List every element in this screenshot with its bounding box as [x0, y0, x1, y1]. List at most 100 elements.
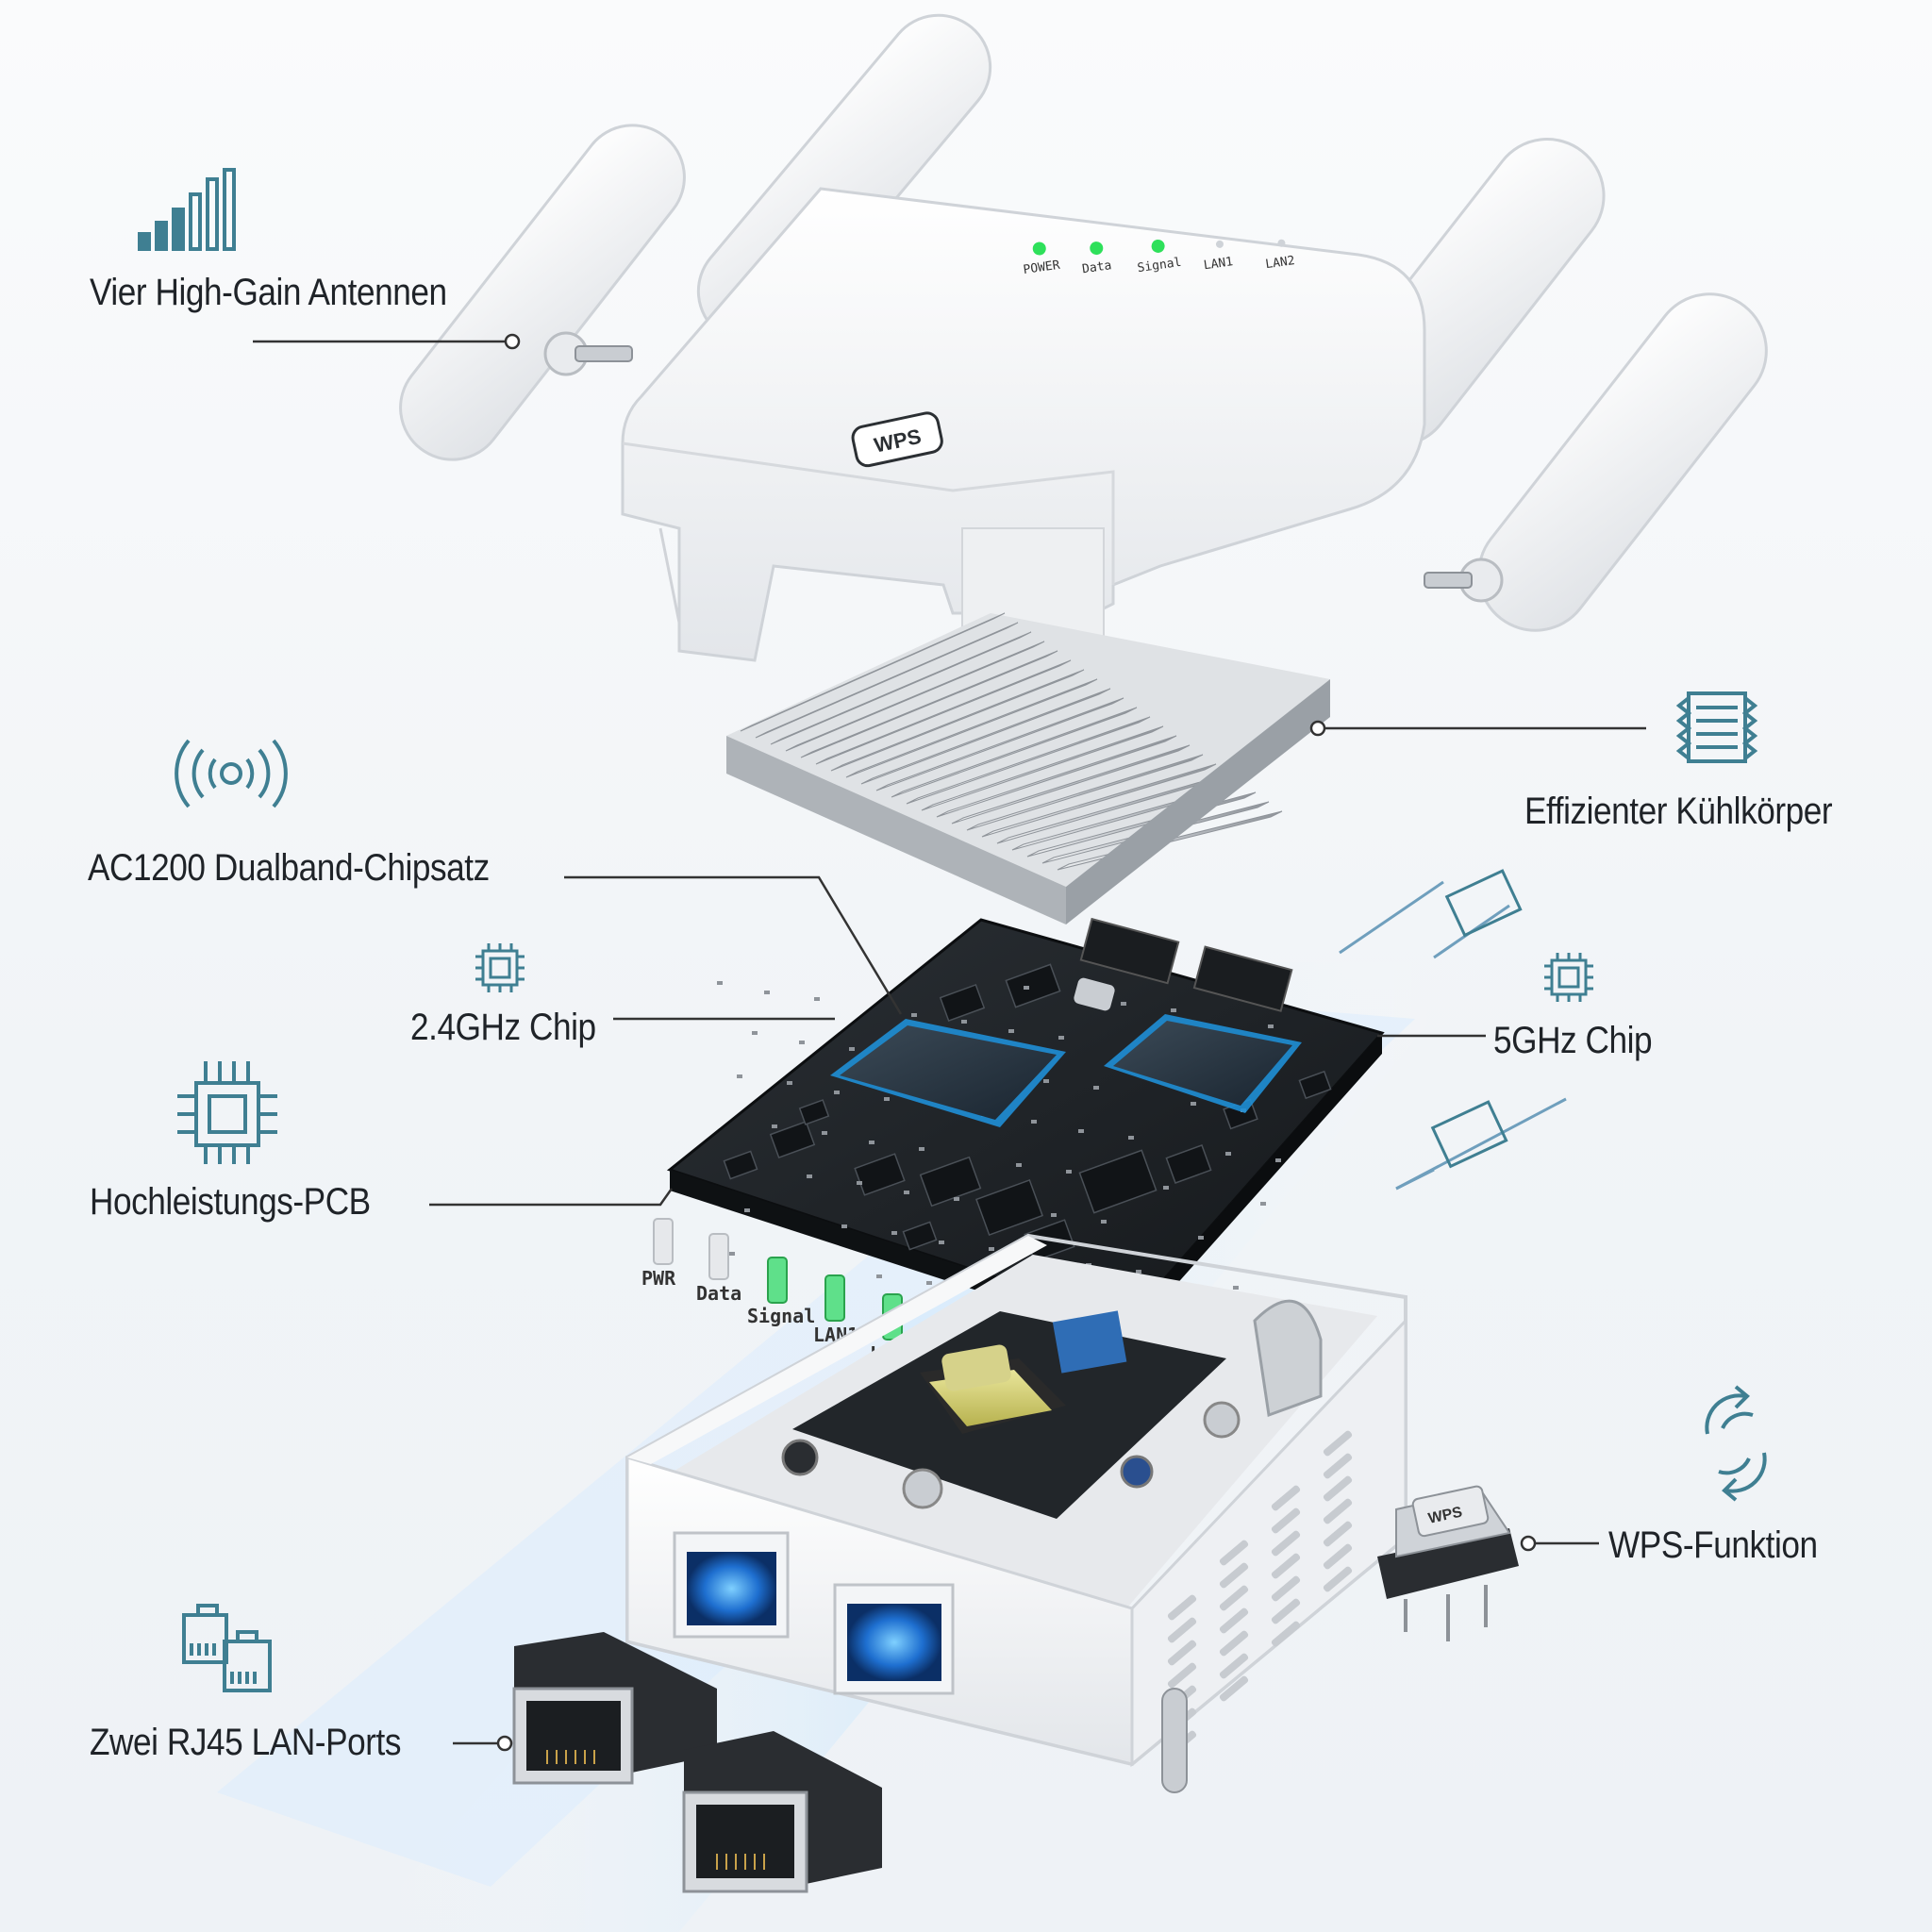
led-pwr: PWR [641, 1218, 676, 1290]
rj45-jack-2 [682, 1731, 882, 1893]
vent-slot [1271, 1485, 1301, 1511]
smd-part [884, 1097, 890, 1101]
smd-part [911, 1013, 917, 1017]
heatsink-fin [906, 716, 1151, 805]
top-led-label-data: Data [1081, 258, 1112, 276]
heatsink-fin [830, 669, 1085, 772]
smd-part [1066, 1170, 1072, 1174]
pcb-component [769, 1120, 816, 1159]
smd-part [1198, 1236, 1204, 1240]
smd-part [954, 1197, 959, 1201]
top-led-label-lan2: LAN2 [1264, 254, 1295, 272]
chip-2-4ghz [830, 1019, 1066, 1127]
label-chipset: AC1200 Dualband-Chipsatz [88, 847, 490, 889]
vent-slot [1271, 1553, 1301, 1579]
smd-part [1121, 1002, 1126, 1006]
heatsink-fin [966, 754, 1204, 831]
smd-part [1024, 986, 1029, 990]
smd-part [1233, 1286, 1239, 1290]
smd-part [1171, 1008, 1176, 1012]
heatsink-fin [770, 631, 1032, 745]
capacitor [781, 1439, 819, 1476]
vent-slot [1323, 1498, 1353, 1524]
smd-part [1128, 1136, 1134, 1140]
smd-part [772, 1124, 777, 1128]
heatsink-fin [755, 622, 1019, 739]
rj45-jack-1 [512, 1632, 717, 1785]
smd-part [1260, 1202, 1266, 1206]
pcb-component [1005, 963, 1061, 1008]
heatsink-fin [891, 707, 1138, 798]
pcb-component [1078, 1149, 1158, 1214]
heatsink-fin [921, 725, 1164, 811]
heatsink [726, 612, 1330, 924]
relay [1052, 1310, 1127, 1374]
heatsink-fin [800, 650, 1058, 758]
antenna-back-left [399, 124, 686, 461]
vent-slot [1271, 1530, 1301, 1557]
smd-part [1191, 1102, 1196, 1106]
top-led-label-power: POWER [1023, 258, 1061, 277]
vent-slot [1167, 1594, 1197, 1621]
pcb-icon [177, 1061, 277, 1164]
smd-part [876, 1274, 882, 1278]
antenna-right-lower [1424, 292, 1768, 632]
pcb-component [939, 983, 986, 1023]
smd-part [834, 1091, 840, 1094]
vent-slot [1323, 1566, 1353, 1592]
smd-part [737, 1074, 742, 1078]
label-chip-5ghz: 5GHz Chip [1493, 1020, 1653, 1061]
vent-slot [1219, 1562, 1249, 1589]
led-data: Data [696, 1233, 741, 1305]
vent-slot [1271, 1575, 1301, 1602]
plug-pin [1161, 1688, 1188, 1793]
smd-part [926, 1281, 932, 1285]
chip-icon-5ghz [1544, 953, 1593, 1002]
label-antennas: Vier High-Gain Antennen [90, 272, 447, 313]
chip-icon-2-4ghz [475, 943, 525, 992]
housing-lan-port-1 [673, 1531, 790, 1639]
smd-part [869, 1141, 874, 1144]
smd-part [752, 1031, 758, 1035]
led-signal: Signal [747, 1257, 815, 1327]
smd-part [1078, 1129, 1084, 1133]
sync-arrows-icon [1705, 1385, 1767, 1502]
chip-5ghz [1104, 1014, 1302, 1113]
smd-part [961, 1020, 967, 1024]
heatsink-fin [740, 612, 1006, 732]
smd-part [822, 1131, 827, 1135]
heatsink-fin [845, 678, 1098, 778]
vent-slot [1219, 1630, 1249, 1657]
vent-slot [1219, 1607, 1249, 1634]
pcb-component [1165, 1144, 1212, 1184]
pcb-component [798, 1099, 830, 1125]
vent-slot [1323, 1543, 1353, 1570]
top-led-label-lan1: LAN1 [1203, 255, 1234, 273]
vent-slot [1323, 1430, 1353, 1457]
smd-part [1268, 1024, 1274, 1028]
pcb-component [1298, 1070, 1332, 1100]
transformer [920, 1344, 1066, 1434]
top-led-row: POWER Data Signal LAN1 LAN2 [1023, 239, 1296, 277]
smd-part [891, 1231, 897, 1235]
smd-part [717, 981, 723, 985]
vent-slot [1323, 1453, 1353, 1479]
signal-bars-icon [138, 168, 236, 251]
smd-part [849, 1047, 855, 1051]
housing-lan-port-2 [833, 1583, 955, 1695]
vent-slot [1271, 1507, 1301, 1534]
capacitor [1203, 1401, 1241, 1439]
smd-part [1225, 1152, 1231, 1156]
smd-part [787, 1081, 792, 1085]
pcb-component [902, 1221, 938, 1251]
data-packet-icon [1430, 869, 1523, 1169]
smd-part [919, 1147, 924, 1151]
heatsink-fin [875, 697, 1124, 791]
svg-text:PWR: PWR [641, 1267, 676, 1290]
heatsink-fin [860, 688, 1111, 785]
wps-switch-component: WPS [1377, 1485, 1519, 1641]
smd-part [1136, 1270, 1141, 1274]
smd-part [857, 1181, 862, 1185]
svg-text:Data: Data [696, 1282, 741, 1305]
